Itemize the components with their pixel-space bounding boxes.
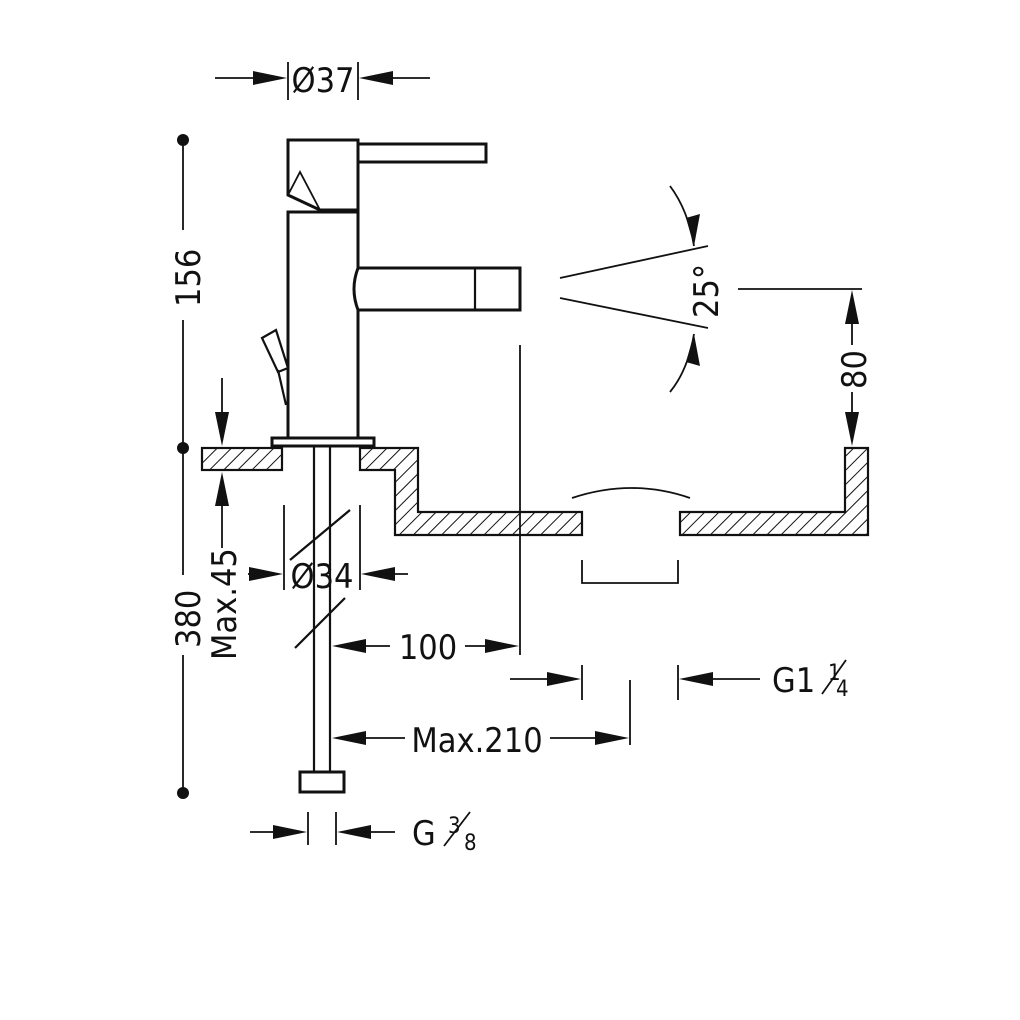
nozzle-reach-dimension: 100 — [332, 345, 521, 668]
supply-fraction-denominator: 8 — [464, 831, 477, 856]
nozzle-reach-label: 100 — [399, 628, 457, 668]
top-diameter-dimension: Ø37 — [215, 61, 430, 101]
nozzle-height-dimension: 80 — [738, 288, 875, 446]
max-reach-label: Max.210 — [411, 721, 542, 761]
hole-diameter-dimension: Ø34 — [248, 505, 408, 597]
drain-outlet — [571, 487, 691, 584]
spray-angle-dimension: 25° — [559, 185, 727, 393]
height-above-deck-label: 156 — [169, 249, 209, 307]
hole-diameter-label: Ø34 — [291, 557, 354, 597]
faucet-body — [260, 138, 522, 794]
waste-thread-label: G1 — [772, 661, 815, 701]
deck-thickness-dimension: Max.45 — [205, 378, 245, 660]
deck-thickness-label: Max.45 — [205, 548, 245, 660]
max-reach-dimension: Max.210 — [332, 680, 631, 761]
waste-thread-dimension: G1 1 4 — [510, 659, 849, 702]
spray-angle-label: 25° — [687, 264, 727, 318]
total-length-label: 380 — [169, 590, 209, 648]
deck-section — [200, 446, 870, 537]
supply-thread-dimension: G 3 8 — [250, 811, 477, 856]
height-dimensions: 156 380 — [169, 134, 209, 799]
waste-fraction-denominator: 4 — [836, 677, 849, 702]
nozzle-height-label: 80 — [835, 350, 875, 389]
top-diameter-label: Ø37 — [292, 61, 355, 101]
supply-fraction-numerator: 3 — [448, 814, 461, 839]
supply-thread-label: G — [412, 814, 436, 854]
